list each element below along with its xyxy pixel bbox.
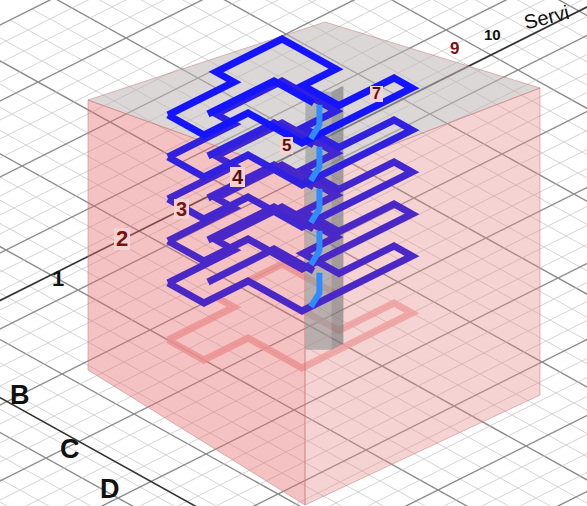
grid-letter: C (60, 436, 80, 463)
grid-number: 1 (52, 268, 64, 290)
grid-number: 7 (370, 86, 383, 102)
riser-connector (311, 189, 320, 223)
grid-line (0, 64, 587, 506)
grid-letter: B (10, 382, 30, 409)
grid-line (0, 65, 587, 506)
grid-line (32, 9, 587, 506)
grid-number: 9 (450, 40, 459, 57)
sheet-title: Servi (522, 2, 571, 32)
grid-line (0, 5, 587, 506)
riser-connector (311, 147, 320, 181)
grid-number: 2 (114, 228, 130, 250)
pipe-loop (168, 39, 412, 143)
riser-connector (311, 105, 320, 139)
grid-number: 4 (230, 167, 245, 187)
grid-number: 10 (484, 27, 501, 42)
grid-letter: D (100, 476, 120, 503)
riser-connector (311, 273, 320, 307)
pipe-branch (208, 81, 314, 114)
grid-line (0, 15, 587, 506)
grid-number: 3 (174, 199, 189, 219)
riser-connector (311, 231, 320, 265)
grid-number: 5 (280, 137, 293, 154)
